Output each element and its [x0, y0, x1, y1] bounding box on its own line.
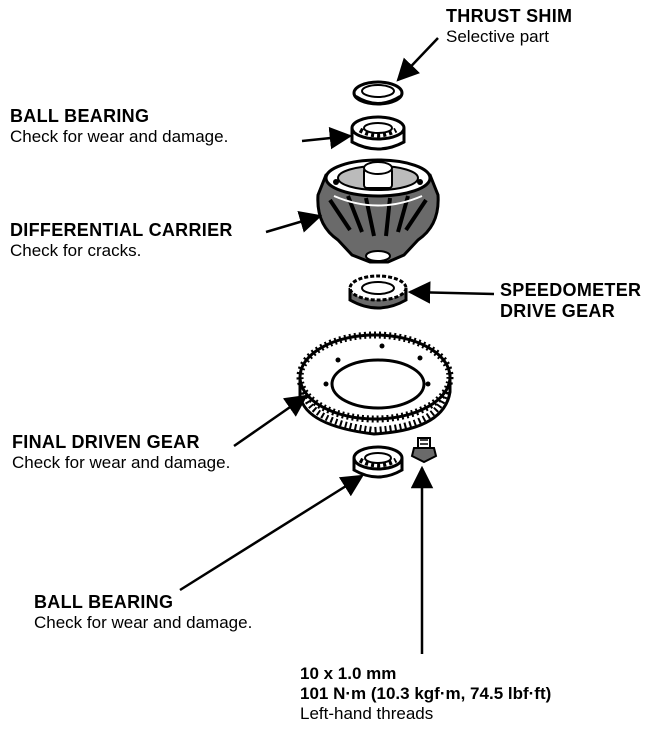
- ball-bearing-top-note: Check for wear and damage.: [10, 127, 229, 147]
- speedometer-drive-gear: [348, 274, 408, 310]
- differential-carrier-title: DIFFERENTIAL CARRIER: [10, 220, 233, 240]
- leader-lines: [179, 37, 495, 654]
- leader-differential-carrier: [265, 210, 323, 234]
- leader-thrust-shim: [396, 37, 439, 82]
- bolt-spec-note: Left-hand threads: [300, 704, 434, 724]
- final-driven-gear-title: FINAL DRIVEN GEAR: [12, 432, 200, 452]
- bolt-spec-size: 10 x 1.0 mm: [300, 664, 397, 683]
- label-final-driven-gear: FINAL DRIVEN GEAR Check for wear and dam…: [12, 432, 230, 473]
- label-differential-carrier: DIFFERENTIAL CARRIER Check for cracks.: [10, 220, 233, 261]
- differential-carrier: [316, 158, 440, 264]
- ball-bearing-bottom: [352, 445, 404, 479]
- ball-bearing-top: [350, 115, 406, 151]
- leader-final-driven-gear: [233, 394, 308, 448]
- leader-ball-bearing-bottom: [179, 474, 364, 592]
- ball-bearing-bottom-title: BALL BEARING: [34, 592, 174, 612]
- speedometer-drive-gear-line2: DRIVE GEAR: [500, 301, 616, 322]
- label-speedometer-drive-gear: SPEEDOMETER DRIVE GEAR: [500, 280, 641, 322]
- final-driven-gear-note: Check for wear and damage.: [12, 453, 231, 473]
- differential-carrier-note: Check for cracks.: [10, 241, 142, 261]
- thrust-shim: [352, 80, 404, 106]
- final-driven-gear: [296, 331, 454, 436]
- label-ball-bearing-bottom: BALL BEARING Check for wear and damage.: [34, 592, 252, 633]
- bolt-spec-torque: 101 N·m (10.3 kgf·m, 74.5 lbf·ft): [300, 684, 552, 704]
- thrust-shim-note: Selective part: [446, 27, 549, 47]
- ball-bearing-top-title: BALL BEARING: [10, 106, 150, 126]
- gear-bolt: [410, 437, 438, 464]
- label-ball-bearing-top: BALL BEARING Check for wear and damage.: [10, 106, 228, 147]
- leader-ball-bearing-top: [301, 126, 353, 150]
- ball-bearing-bottom-note: Check for wear and damage.: [34, 613, 253, 633]
- speedometer-drive-gear-line1: SPEEDOMETER: [500, 280, 642, 300]
- label-thrust-shim: THRUST SHIM Selective part: [446, 6, 572, 47]
- thrust-shim-title: THRUST SHIM: [446, 6, 573, 26]
- label-bolt-spec: 10 x 1.0 mm 101 N·m (10.3 kgf·m, 74.5 lb…: [300, 664, 551, 724]
- leader-speedometer-drive-gear: [407, 281, 495, 304]
